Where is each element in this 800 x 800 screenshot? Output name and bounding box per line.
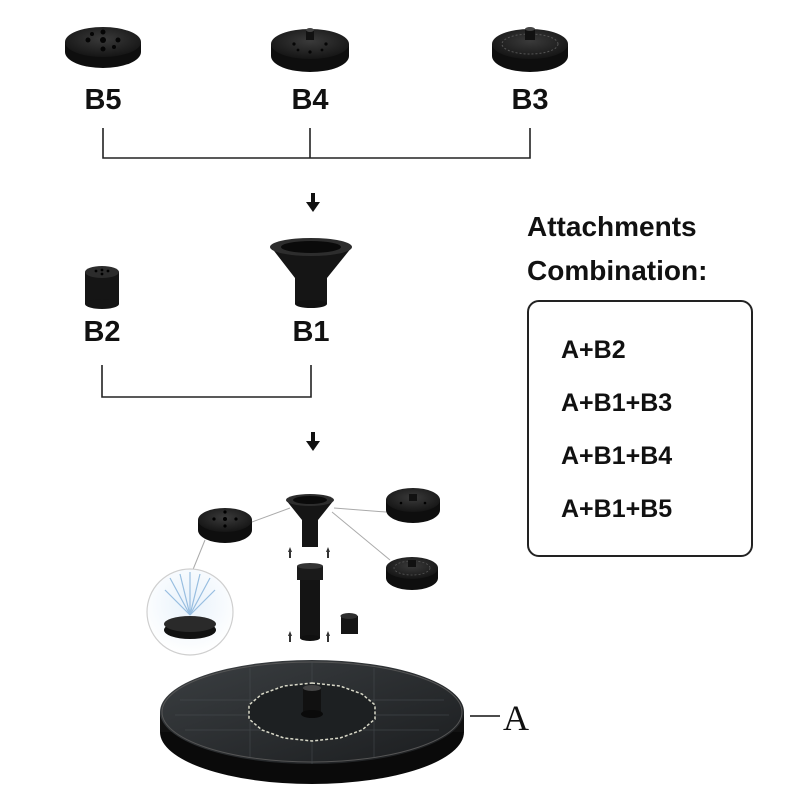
attachments-title: Attachments Combination:: [527, 205, 787, 293]
solar-fountain-base: [160, 660, 464, 784]
down-arrow-icon: [306, 432, 320, 451]
title-line-1: Attachments: [527, 211, 697, 242]
extension-tube: [297, 563, 323, 641]
b2-cap: [85, 266, 119, 309]
b4-nozzle-disc: [271, 28, 349, 72]
combination-item: A+B1+B5: [561, 495, 673, 523]
connector-lines: [191, 507, 391, 573]
left-nozzle-disc: [198, 508, 252, 543]
top-bracket: [102, 128, 531, 159]
b3-nozzle-disc: [492, 27, 568, 72]
label-b1: B1: [292, 316, 330, 348]
b5-nozzle-disc: [65, 27, 141, 68]
combination-item: A+B1+B3: [561, 389, 673, 417]
label-b5: B5: [84, 84, 122, 116]
up-arrow-icon: [288, 547, 330, 642]
label-b4: B4: [291, 84, 329, 116]
right-upper-nozzle-disc: [386, 488, 440, 523]
title-line-2: Combination:: [527, 255, 708, 286]
middle-bracket: [101, 365, 312, 398]
right-lower-nozzle-disc: [386, 557, 438, 590]
label-a: A: [503, 698, 529, 738]
combination-item: A+B2: [561, 336, 626, 364]
exploded-funnel: [286, 494, 334, 547]
label-b3: B3: [511, 84, 549, 116]
combination-box: A+B2 A+B1+B3 A+B1+B4 A+B1+B5: [527, 300, 753, 557]
small-cap: [340, 613, 358, 634]
label-b2: B2: [83, 316, 121, 348]
b1-funnel-adapter: [270, 238, 352, 308]
combination-item: A+B1+B4: [561, 442, 673, 470]
down-arrow-icon: [306, 193, 320, 212]
spray-effect-inset: [146, 568, 234, 656]
